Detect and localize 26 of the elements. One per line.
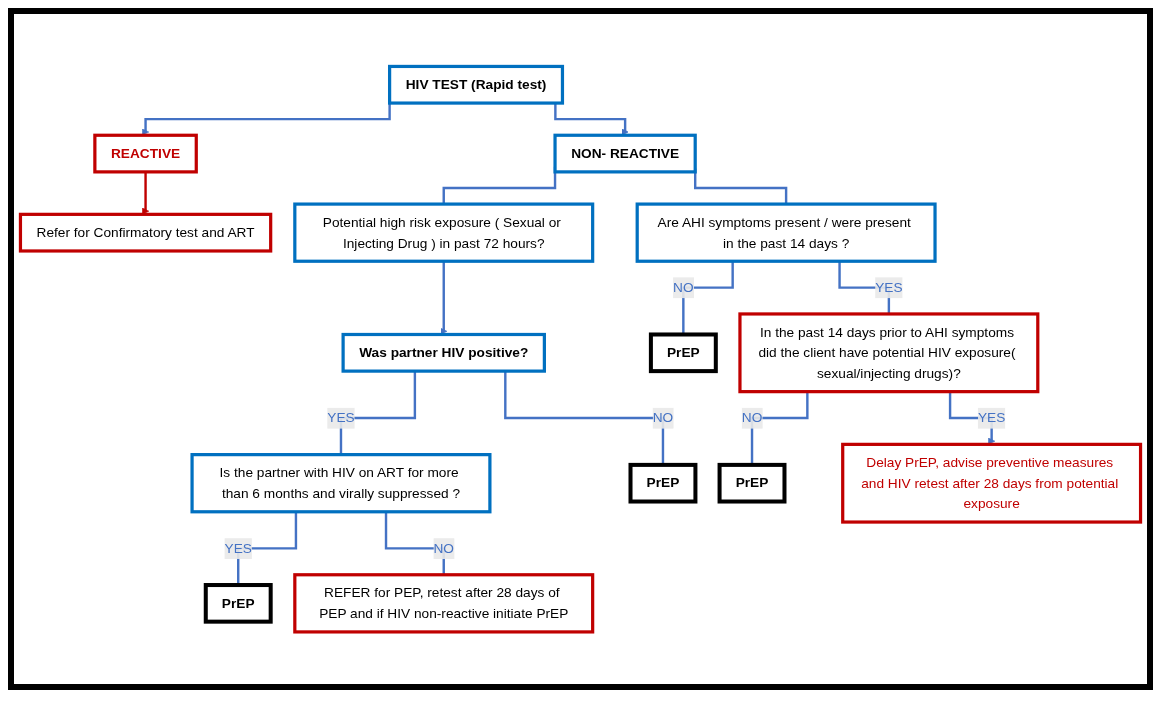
edge-label: YES	[977, 409, 1006, 426]
edge-label: YES	[327, 409, 355, 426]
node-box: PrEP	[717, 462, 787, 504]
node-box: In the past 14 days prior to AHI symptoms did the client have potential HIV exposure( sexual/injecting drugs)?	[738, 312, 1040, 394]
edge-label: NO	[741, 409, 763, 426]
edge-label: NO	[433, 540, 455, 556]
node-box: REACTIVE	[93, 133, 198, 174]
node-box: PrEP	[648, 332, 718, 373]
edge-label: YES	[875, 279, 903, 295]
edge-label: NO	[652, 409, 674, 426]
arrow	[554, 102, 629, 136]
edge-label: NO	[673, 279, 694, 295]
node-box: Was partner HIV positive?	[341, 332, 546, 373]
node-box: Delay PrEP, advise preventive measures and HIV retest after 28 days from potential exposure	[841, 442, 1143, 524]
node-box: Is the partner with HIV on ART for more than 6 months and virally suppressed ?	[190, 452, 492, 514]
arrow	[440, 261, 448, 335]
node-box: PrEP	[628, 462, 698, 504]
node-box: NON- REACTIVE	[553, 133, 697, 174]
node-box: PrEP	[203, 582, 273, 624]
node-box: Refer for Confirmatory test and ART	[18, 212, 273, 253]
node-box: Are AHI symptoms present / were present in the past 14 days ?	[635, 202, 937, 263]
node-box: REFER for PEP, retest after 28 days of PEP and if HIV non-reactive initiate PrEP	[293, 572, 595, 634]
node-box: Potential high risk exposure ( Sexual or Injecting Drug ) in past 72 hours?	[293, 202, 595, 263]
arrow	[142, 171, 150, 215]
node-box: HIV TEST (Rapid test)	[388, 64, 565, 105]
edge-label: YES	[224, 540, 252, 556]
